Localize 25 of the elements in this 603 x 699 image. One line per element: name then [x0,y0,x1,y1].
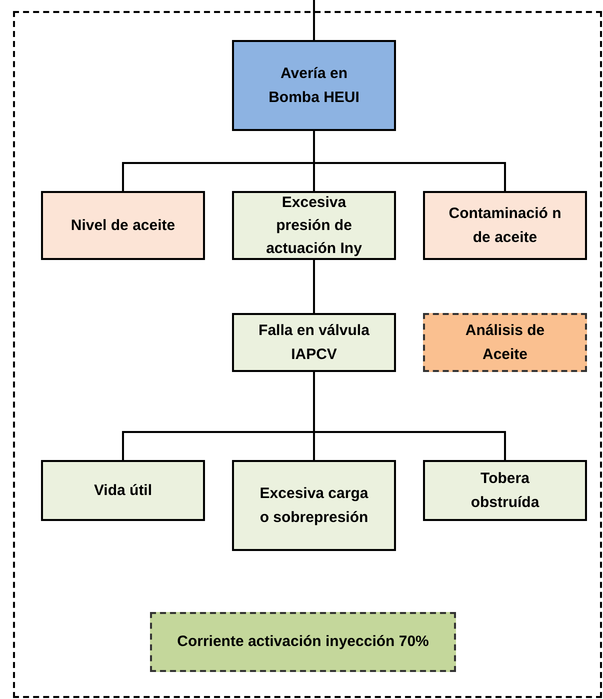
connector-line [313,0,315,40]
connector-line [313,260,315,313]
box-label: Tobera obstruída [470,469,540,512]
box-label: Vida útil [92,480,154,501]
box-label: Excesiva presión de actuación Iny [265,192,363,260]
cause-box [232,460,396,551]
cause-box [232,191,396,260]
box-label: Nivel de aceite [70,216,176,236]
connector-line [313,131,506,191]
cause-box [232,313,396,372]
box-label: Excesiva carga o sobrepresión [258,484,370,528]
box-label: Análisis de Aceite [464,321,546,364]
cause-box [41,460,205,521]
cause-box [150,612,456,672]
box-label: Corriente activación inyección 70% [176,632,430,652]
cause-box [423,191,587,260]
cause-box [232,40,396,131]
cause-box [41,191,205,260]
cause-box [423,460,587,521]
cause-box [423,313,587,372]
box-label: Falla en válvula IAPCV [258,321,370,364]
dashed-frame [13,11,602,698]
connector-line [313,372,506,460]
box-label: Contaminació n de aceite [448,204,562,248]
box-label: Avería en Bomba HEUI [268,64,360,108]
